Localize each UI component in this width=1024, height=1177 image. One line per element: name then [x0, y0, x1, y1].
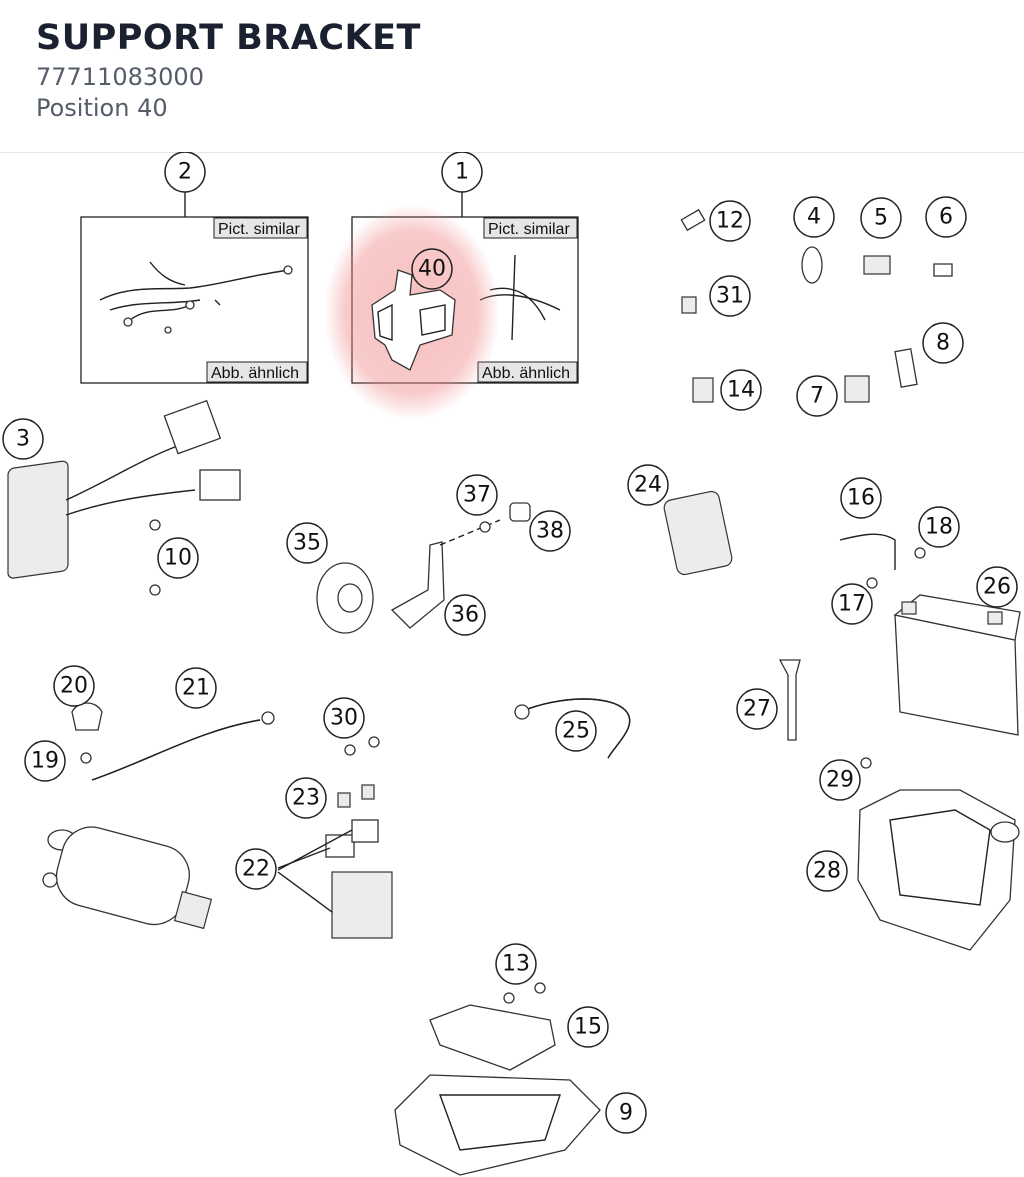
svg-text:5: 5	[874, 206, 888, 231]
svg-text:20: 20	[60, 674, 88, 699]
svg-text:22: 22	[242, 857, 270, 882]
svg-text:31: 31	[716, 284, 744, 309]
starter-motor-part	[42, 826, 213, 930]
callout-3[interactable]: 3	[2, 418, 44, 460]
callout-10[interactable]: 10	[157, 537, 199, 579]
callout-16[interactable]: 16	[840, 477, 882, 519]
fuse-box-parts	[277, 736, 393, 939]
strap-part	[778, 659, 801, 741]
exploded-parts-diagram: Pict. similar Abb. ähnlich Pict. similar…	[2, 152, 1021, 1176]
svg-text:29: 29	[826, 768, 854, 793]
svg-text:9: 9	[619, 1101, 633, 1126]
battery-holder-parts	[857, 757, 1020, 951]
callout-7[interactable]: 7	[796, 375, 838, 417]
svg-text:2: 2	[178, 160, 192, 185]
callout-25[interactable]: 25	[555, 710, 597, 752]
small-electrical-parts	[680, 208, 953, 403]
callout-23[interactable]: 23	[285, 777, 327, 819]
callout-1[interactable]: 1	[441, 152, 483, 193]
battery-cable-parts	[839, 533, 926, 589]
svg-text:15: 15	[574, 1015, 602, 1040]
svg-text:6: 6	[939, 205, 953, 230]
callout-5[interactable]: 5	[860, 197, 902, 239]
svg-text:16: 16	[847, 486, 875, 511]
svg-text:14: 14	[727, 378, 755, 403]
callout-21[interactable]: 21	[175, 667, 217, 709]
callout-24[interactable]: 24	[627, 464, 669, 506]
callout-18[interactable]: 18	[918, 506, 960, 548]
part-number: 77711083000	[36, 63, 204, 91]
svg-text:30: 30	[330, 706, 358, 731]
svg-text:10: 10	[164, 546, 192, 571]
callout-22[interactable]: 22	[235, 848, 277, 890]
svg-text:7: 7	[810, 384, 824, 409]
page-title: SUPPORT BRACKET	[36, 18, 421, 58]
callout-13[interactable]: 13	[495, 943, 537, 985]
callout-40[interactable]: 40	[411, 248, 453, 290]
svg-text:38: 38	[536, 519, 564, 544]
callout-28[interactable]: 28	[806, 850, 848, 892]
callout-37[interactable]: 37	[456, 474, 498, 516]
callout-19[interactable]: 19	[24, 740, 66, 782]
svg-text:4: 4	[807, 205, 821, 230]
svg-text:36: 36	[451, 603, 479, 628]
svg-text:13: 13	[502, 952, 530, 977]
svg-text:1: 1	[455, 160, 469, 185]
starter-cable-parts	[71, 702, 275, 781]
support-bracket-part	[371, 269, 456, 371]
svg-text:17: 17	[838, 592, 866, 617]
box-2-label-top: Pict. similar	[218, 221, 300, 238]
svg-text:40: 40	[418, 257, 446, 282]
callout-12[interactable]: 12	[709, 200, 751, 242]
svg-text:35: 35	[293, 531, 321, 556]
callout-27[interactable]: 27	[736, 688, 778, 730]
ground-cable-part	[514, 698, 631, 759]
svg-text:8: 8	[936, 331, 950, 356]
voltage-regulator-part	[7, 399, 241, 596]
page-header: SUPPORT BRACKET 77711083000 Position 40	[0, 0, 1024, 153]
svg-text:3: 3	[16, 427, 30, 452]
svg-text:24: 24	[634, 473, 662, 498]
position-label: Position 40	[36, 94, 168, 122]
callout-31[interactable]: 31	[709, 275, 751, 317]
callout-17[interactable]: 17	[831, 583, 873, 625]
ecu-tray-parts	[394, 982, 601, 1176]
callout-35[interactable]: 35	[286, 522, 328, 564]
svg-text:23: 23	[292, 786, 320, 811]
callout-6[interactable]: 6	[925, 196, 967, 238]
relay-part-24	[663, 490, 733, 576]
svg-text:37: 37	[463, 483, 491, 508]
svg-text:19: 19	[31, 749, 59, 774]
box-2-label-bottom: Abb. ähnlich	[211, 365, 299, 382]
callout-14[interactable]: 14	[720, 369, 762, 411]
callout-29[interactable]: 29	[819, 759, 861, 801]
horn-assembly	[316, 502, 531, 634]
callout-2[interactable]: 2	[164, 152, 206, 193]
callout-36[interactable]: 36	[444, 594, 486, 636]
svg-text:21: 21	[182, 676, 210, 701]
callout-15[interactable]: 15	[567, 1006, 609, 1048]
box-1-label-bottom: Abb. ähnlich	[482, 365, 570, 382]
svg-text:12: 12	[716, 209, 744, 234]
battery-part	[893, 594, 1021, 736]
callout-8[interactable]: 8	[922, 322, 964, 364]
svg-text:26: 26	[983, 575, 1011, 600]
callout-20[interactable]: 20	[53, 665, 95, 707]
svg-text:27: 27	[743, 697, 771, 722]
svg-text:18: 18	[925, 515, 953, 540]
callouts: 1 2 3 4 5 6 7 8 9 10 12 13 14 15 16 17 1…	[2, 152, 1018, 1134]
callout-26[interactable]: 26	[976, 566, 1018, 608]
callout-38[interactable]: 38	[529, 510, 571, 552]
callout-30[interactable]: 30	[323, 697, 365, 739]
callout-9[interactable]: 9	[605, 1092, 647, 1134]
svg-text:28: 28	[813, 859, 841, 884]
svg-text:25: 25	[562, 719, 590, 744]
box-1-label-top: Pict. similar	[488, 221, 570, 238]
callout-4[interactable]: 4	[793, 196, 835, 238]
wiring-harness-box: Pict. similar Abb. ähnlich	[80, 188, 309, 384]
